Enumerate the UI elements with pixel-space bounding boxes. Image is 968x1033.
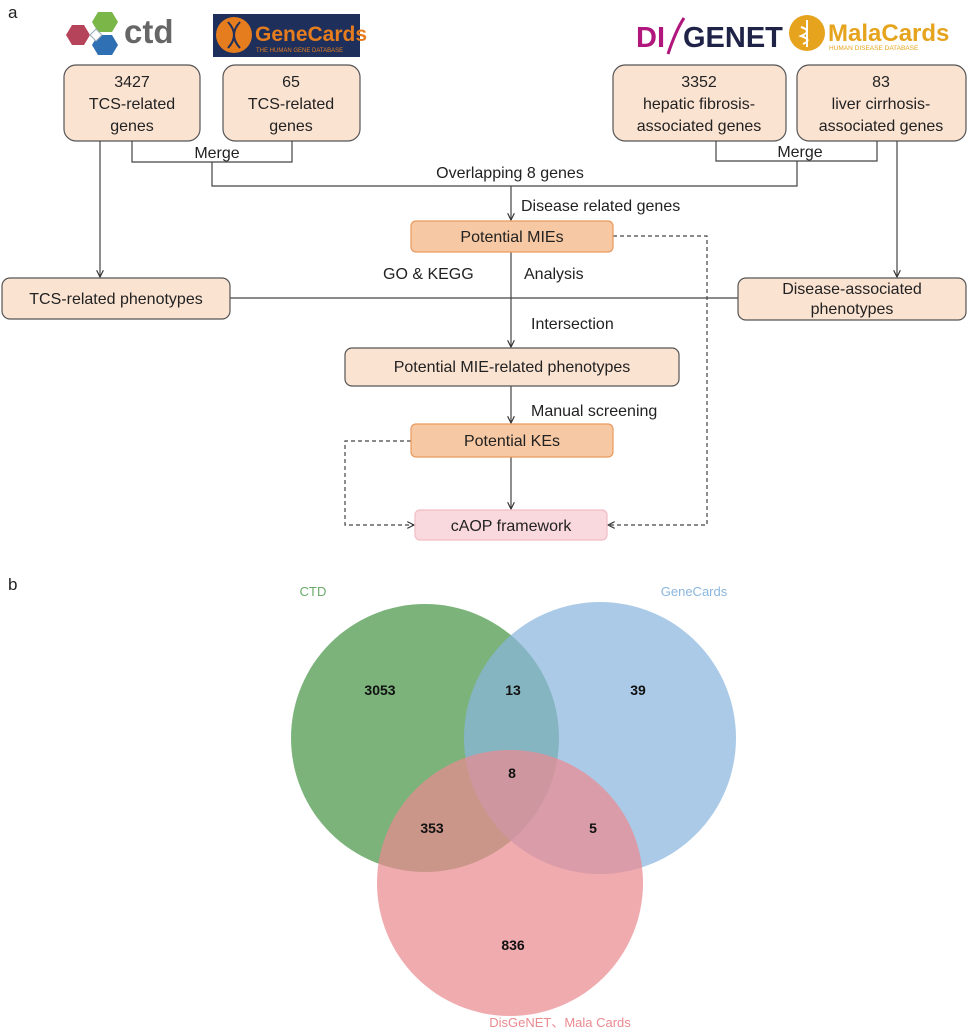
analysis-label: Analysis — [524, 266, 584, 283]
tcs-phenotypes-box: TCS-related phenotypes — [1, 277, 231, 320]
svg-text:TCS-related phenotypes: TCS-related phenotypes — [29, 291, 202, 308]
svg-text:DI: DI — [636, 22, 665, 54]
svg-text:associated genes: associated genes — [819, 118, 944, 135]
svg-text:83: 83 — [872, 74, 890, 91]
merge-left-label: Merge — [194, 145, 239, 162]
svg-text:TCS-related: TCS-related — [89, 96, 175, 113]
venn-label-genecards: GeneCards — [661, 584, 728, 599]
svg-text:genes: genes — [110, 118, 154, 135]
disease-related-label: Disease related genes — [521, 198, 680, 215]
source-box-genecards: 65 TCS-related genes — [222, 64, 361, 142]
svg-text:Potential MIE-related phenotyp: Potential MIE-related phenotypes — [394, 359, 631, 376]
svg-text:MalaCards: MalaCards — [828, 20, 949, 47]
connectors — [100, 141, 897, 525]
panel-a-label: a — [8, 3, 18, 22]
svg-text:3352: 3352 — [681, 74, 717, 91]
svg-text:THE HUMAN GENE DATABASE: THE HUMAN GENE DATABASE — [256, 48, 343, 54]
venn-count-ctd-genecards: 13 — [505, 682, 521, 698]
svg-text:cAOP framework: cAOP framework — [451, 518, 573, 535]
ctd-logo: ctd — [66, 12, 174, 55]
mie-phenotypes-box: Potential MIE-related phenotypes — [344, 347, 680, 387]
venn-label-disease: DisGeNET、Mala Cards — [489, 1015, 631, 1030]
venn-count-all-three: 8 — [508, 765, 516, 781]
potential-kes-box: Potential KEs — [410, 423, 614, 458]
merge-right-label: Merge — [777, 144, 822, 161]
venn-count-ctd-disease: 353 — [420, 820, 444, 836]
svg-text:GeneCards: GeneCards — [255, 23, 367, 46]
go-kegg-label: GO & KEGG — [383, 266, 474, 283]
svg-text:Disease-associated: Disease-associated — [782, 281, 922, 298]
svg-text:phenotypes: phenotypes — [811, 301, 894, 318]
svg-text:associated genes: associated genes — [637, 118, 762, 135]
svg-text:65: 65 — [282, 74, 300, 91]
svg-text:genes: genes — [269, 118, 313, 135]
venn-count-genecards-only: 39 — [630, 682, 646, 698]
svg-text:hepatic fibrosis-: hepatic fibrosis- — [643, 96, 755, 113]
svg-text:Potential MIEs: Potential MIEs — [460, 229, 563, 246]
svg-text:GENET: GENET — [683, 22, 783, 54]
svg-text:Potential KEs: Potential KEs — [464, 433, 560, 450]
disgenet-logo: DI GENET — [636, 17, 783, 55]
genecards-logo: GeneCards THE HUMAN GENE DATABASE — [213, 14, 367, 57]
malacards-logo: MalaCards HUMAN DISEASE DATABASE — [789, 15, 949, 52]
venn-count-ctd-only: 3053 — [364, 682, 395, 698]
svg-text:liver cirrhosis-: liver cirrhosis- — [832, 96, 931, 113]
source-box-disgenet: 3352 hepatic fibrosis- associated genes — [612, 64, 787, 142]
venn-count-genecards-disease: 5 — [589, 820, 597, 836]
venn-circle-disease — [377, 750, 643, 1016]
svg-text:TCS-related: TCS-related — [248, 96, 334, 113]
intersection-label: Intersection — [531, 316, 614, 333]
caop-framework-box: cAOP framework — [414, 509, 608, 541]
panel-b-label: b — [8, 575, 17, 594]
disease-phenotypes-box: Disease-associated phenotypes — [737, 277, 967, 321]
venn-count-disease-only: 836 — [501, 937, 525, 953]
manual-screening-label: Manual screening — [531, 403, 657, 420]
source-box-ctd: 3427 TCS-related genes — [63, 64, 201, 142]
svg-text:HUMAN DISEASE DATABASE: HUMAN DISEASE DATABASE — [829, 45, 919, 52]
svg-text:ctd: ctd — [124, 13, 174, 50]
overlap-label: Overlapping 8 genes — [436, 165, 584, 182]
venn-label-ctd: CTD — [300, 584, 327, 599]
source-box-malacards: 83 liver cirrhosis- associated genes — [796, 64, 967, 142]
potential-mies-box: Potential MIEs — [410, 220, 614, 253]
svg-text:3427: 3427 — [114, 74, 150, 91]
venn-diagram — [291, 602, 736, 1016]
